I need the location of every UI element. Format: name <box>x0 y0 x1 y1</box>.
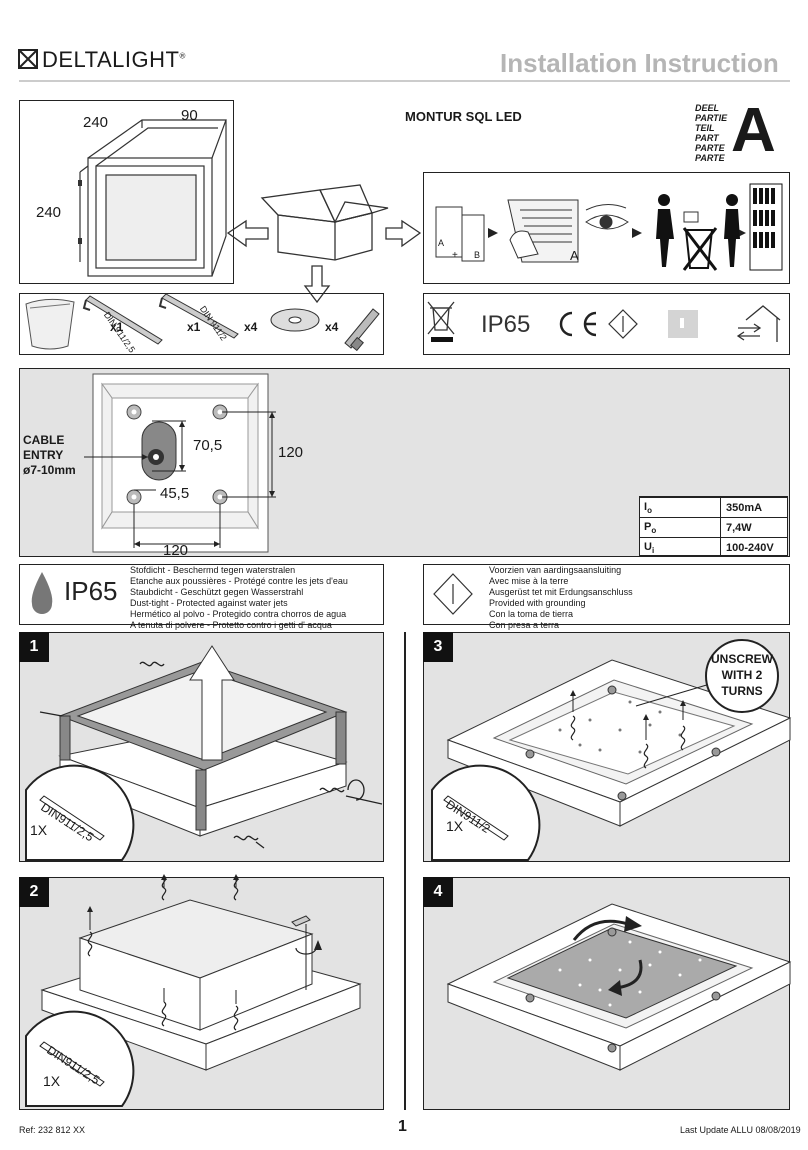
home-arrows-icon <box>736 305 781 342</box>
dimension-depth: 90 <box>181 107 198 124</box>
dimensions-panel <box>19 100 234 284</box>
footer-page-number: 1 <box>398 1118 407 1135</box>
read-instructions-panel <box>423 172 790 284</box>
key1-qty: x1 <box>110 320 124 334</box>
ip-info-panel <box>19 564 384 625</box>
doc-label-b: B <box>474 250 481 260</box>
class-one-icon <box>608 309 638 339</box>
unscrew-callout: UNSCREW WITH 2 TURNS <box>711 652 773 698</box>
step-2-qty: 1X <box>43 1073 61 1089</box>
step-3-qty: 1X <box>446 818 464 834</box>
dimension-oval-height: 70,5 <box>193 437 223 454</box>
step-4-number: 4 <box>423 877 453 907</box>
step-1-qty: 1X <box>30 822 48 838</box>
doc-plus: + <box>452 250 458 261</box>
weee-icon <box>427 301 455 335</box>
doc-label-a: A <box>438 238 445 248</box>
ground-info-panel <box>423 564 790 625</box>
step-2-number: 2 <box>19 877 49 907</box>
dimension-hole-offset: 45,5 <box>160 485 190 502</box>
ground-info-text: Voorzien van aardingsaansluiting Avec mi… <box>489 565 633 630</box>
brand-name: DELTALIGHT® <box>42 47 186 72</box>
dimension-width: 240 <box>83 114 109 131</box>
step-1-number: 1 <box>19 632 49 662</box>
step-3-number: 3 <box>423 632 453 662</box>
page-title: Installation Instruction <box>500 48 779 78</box>
sheet-label-a: A <box>570 248 579 263</box>
ip-info-text: Stofdicht - Beschermd tegen waterstralen… <box>130 565 348 630</box>
part-letter: A <box>731 96 776 165</box>
cable-entry-label: CABLE ENTRY ø7-10mm <box>23 433 76 477</box>
electrical-specs-table: Io 350mA Po 7,4W Ui 100-240V <box>639 496 788 556</box>
key2-qty: x1 <box>187 320 201 334</box>
screw-qty: x4 <box>325 320 339 334</box>
footer-ref: Ref: 232 812 XX <box>19 1125 86 1135</box>
contents-panel <box>19 293 384 355</box>
spec-row-voltage: Ui 100-240V <box>640 537 787 557</box>
dimension-horizontal: 120 <box>163 542 189 559</box>
product-name: MONTUR SQL LED <box>405 109 522 124</box>
dimension-vertical: 120 <box>278 444 304 461</box>
dimension-height: 240 <box>36 204 62 221</box>
spec-row-current: Io 350mA <box>640 497 787 517</box>
ip-info-label: IP65 <box>64 576 118 606</box>
ce-mark-icon <box>559 311 597 337</box>
part-labels: DEEL PARTIE TEIL PART PARTE PARTE <box>695 103 728 163</box>
steps-divider <box>404 632 406 1110</box>
symbols-panel <box>423 293 790 355</box>
ip-rating-label: IP65 <box>481 311 531 338</box>
spec-row-power: Po 7,4W <box>640 517 787 537</box>
washer-qty: x4 <box>244 320 258 334</box>
footer-update: Last Update ALLU 08/08/2019 <box>680 1125 801 1135</box>
brand-logo-icon <box>18 49 790 82</box>
